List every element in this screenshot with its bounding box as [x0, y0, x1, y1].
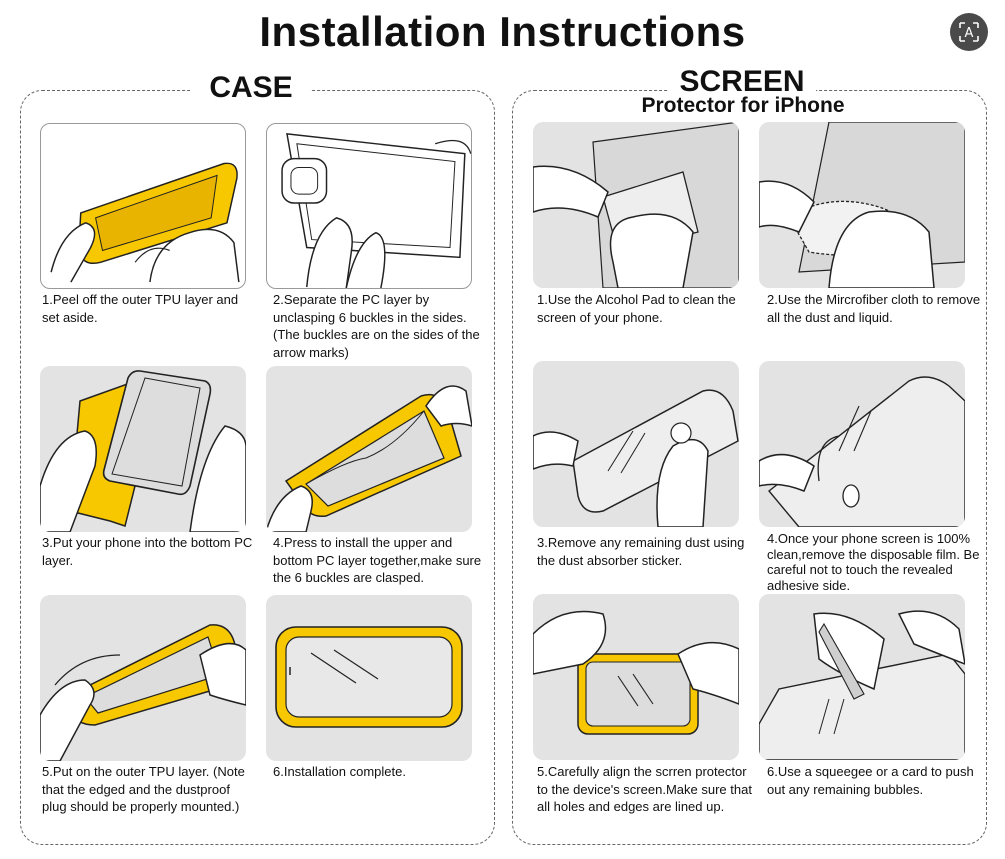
translate-icon[interactable]: A: [950, 13, 988, 51]
press-layers-together-icon: [266, 385, 472, 532]
screen-step-6-caption: 6.Use a squeegee or a card to push out a…: [767, 764, 974, 797]
phone-into-bottom-layer-icon: [40, 370, 246, 532]
screen-step-2-caption: 2.Use the Mircrofiber cloth to remove al…: [767, 292, 981, 325]
remove-film-icon: [759, 376, 965, 527]
case-step-4-illustration: [266, 366, 472, 532]
case-step-4-caption: 4.Press to install the upper and bottom …: [273, 535, 482, 585]
translate-glyph-icon: A: [959, 22, 979, 42]
screen-section-label: SCREEN: [668, 66, 816, 98]
screen-step-5-illustration: [533, 594, 739, 760]
microfiber-cloth-icon: [759, 122, 965, 288]
screen-step-4-caption: 4.Once your phone screen is 100% clean,r…: [767, 531, 980, 593]
case-step-5-caption: 5.Put on the outer TPU layer. (Note that…: [42, 764, 245, 814]
case-step-3-caption: 3.Put your phone into the bottom PC laye…: [42, 535, 253, 568]
case-step-6-caption: 6.Installation complete.: [273, 764, 406, 779]
dust-absorber-sticker-icon: [533, 389, 739, 527]
align-protector-icon: [533, 610, 739, 735]
case-complete-icon: [275, 626, 463, 728]
case-step-3-illustration: [40, 366, 246, 532]
case-section-label: CASE: [192, 71, 310, 105]
page-title: Installation Instructions: [259, 8, 746, 55]
alcohol-pad-clean-icon: [533, 122, 739, 288]
case-step-6-illustration: [266, 595, 472, 761]
screen-step-4-illustration: [759, 361, 965, 527]
screen-step-6-illustration: [759, 594, 965, 760]
case-step-2-caption: 2.Separate the PC layer by unclasping 6 …: [273, 292, 480, 360]
case-step-1-caption: 1.Peel off the outer TPU layer and set a…: [42, 292, 239, 325]
screen-step-1-illustration: [533, 122, 739, 288]
case-step-5-illustration: [40, 595, 246, 761]
tpu-case-peel-icon: [50, 162, 240, 283]
case-step-1-illustration: [40, 123, 246, 289]
screen-step-3-illustration: [533, 361, 739, 527]
screen-section-sublabel: Protector for iPhone: [628, 94, 858, 118]
squeegee-bubbles-icon: [759, 610, 965, 760]
pc-layer-separate-icon: [281, 133, 471, 288]
screen-step-5-caption: 5.Carefully align the scrren protector t…: [537, 764, 752, 814]
tpu-layer-mount-icon: [40, 624, 246, 761]
screen-step-1-caption: 1.Use the Alcohol Pad to clean the scree…: [537, 292, 736, 325]
translate-glyph: A: [965, 26, 974, 41]
screen-step-3-caption: 3.Remove any remaining dust using the du…: [537, 535, 745, 568]
screen-step-2-illustration: [759, 122, 965, 288]
case-step-2-illustration: [266, 123, 472, 289]
